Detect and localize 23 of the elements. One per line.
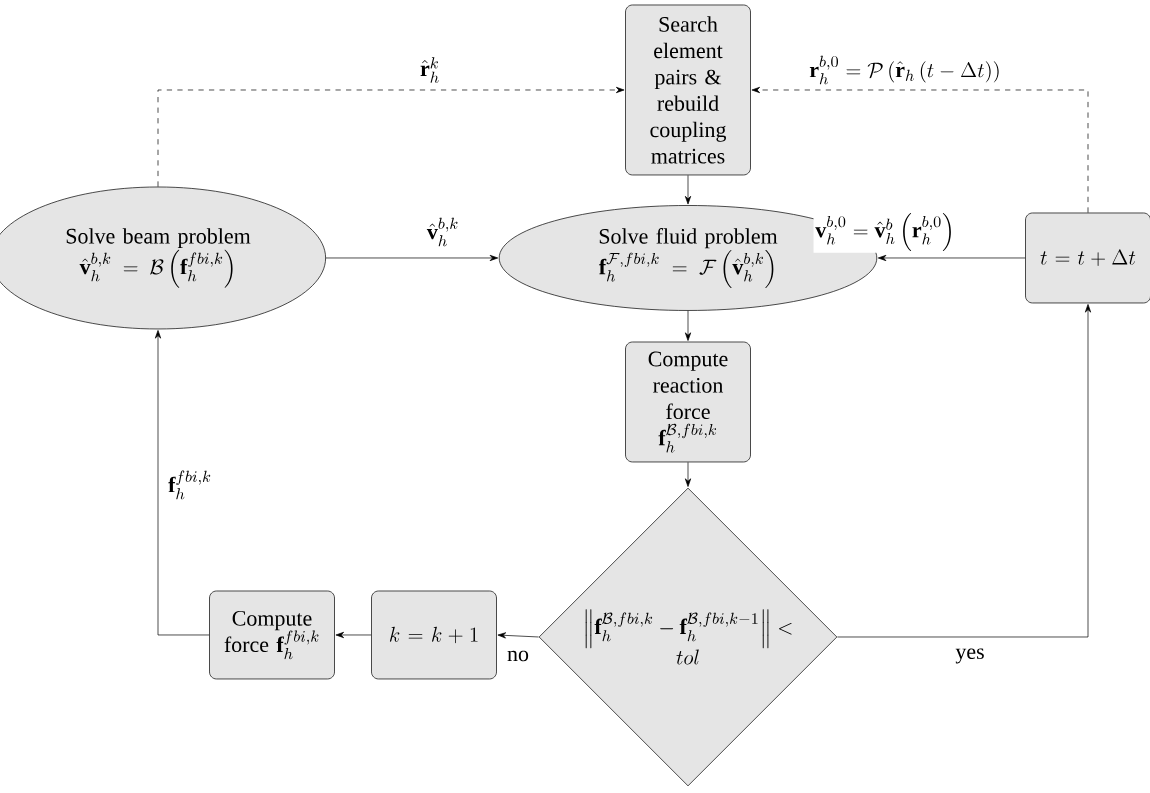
arrow	[157, 86, 625, 187]
process-box: $k = k + 1$	[371, 590, 497, 680]
edge-label: yes	[953, 646, 987, 666]
process-box: Search element pairs & rebuild coupling matrices	[625, 4, 751, 176]
arrow	[325, 254, 499, 262]
arrow	[684, 175, 692, 205]
process-box: Compute force $\mathbf{f}_h^{fbi,k}$	[209, 590, 335, 680]
process-box: Compute reaction force $\mathbf{f}_h^{\mathcal{B},fbi,k}$	[625, 341, 751, 463]
edge-label: $\mathbf{f}_h^{fbi,k}$	[166, 469, 214, 501]
arrow	[877, 254, 1026, 262]
arrow	[837, 304, 1092, 638]
edge-label: $\mathbf{r}_h^{b,0} = \mathcal{P}\left(\hat{\mathbf{r}}_h\left(t - \Delta t\right)\right)$	[807, 54, 1003, 86]
edge-label: $\mathbf{v}_h^{b,0} = \hat{\mathbf{v}}_h^b\left(\mathbf{r}_h^{b,0}\right)$	[813, 211, 957, 253]
arrow	[154, 330, 210, 636]
arrow	[684, 310, 692, 341]
edge-label: $\hat{\mathbf{r}}_h^k$	[418, 55, 442, 85]
arrow	[684, 461, 692, 487]
arrow	[335, 631, 372, 639]
edge-label: no	[505, 648, 531, 663]
process-box: $t = t + \Delta t$	[1025, 212, 1150, 304]
edge-label: $\hat{\mathbf{v}}_h^{b,k}$	[425, 216, 461, 248]
arrow	[497, 632, 539, 639]
arrow	[751, 86, 1089, 213]
